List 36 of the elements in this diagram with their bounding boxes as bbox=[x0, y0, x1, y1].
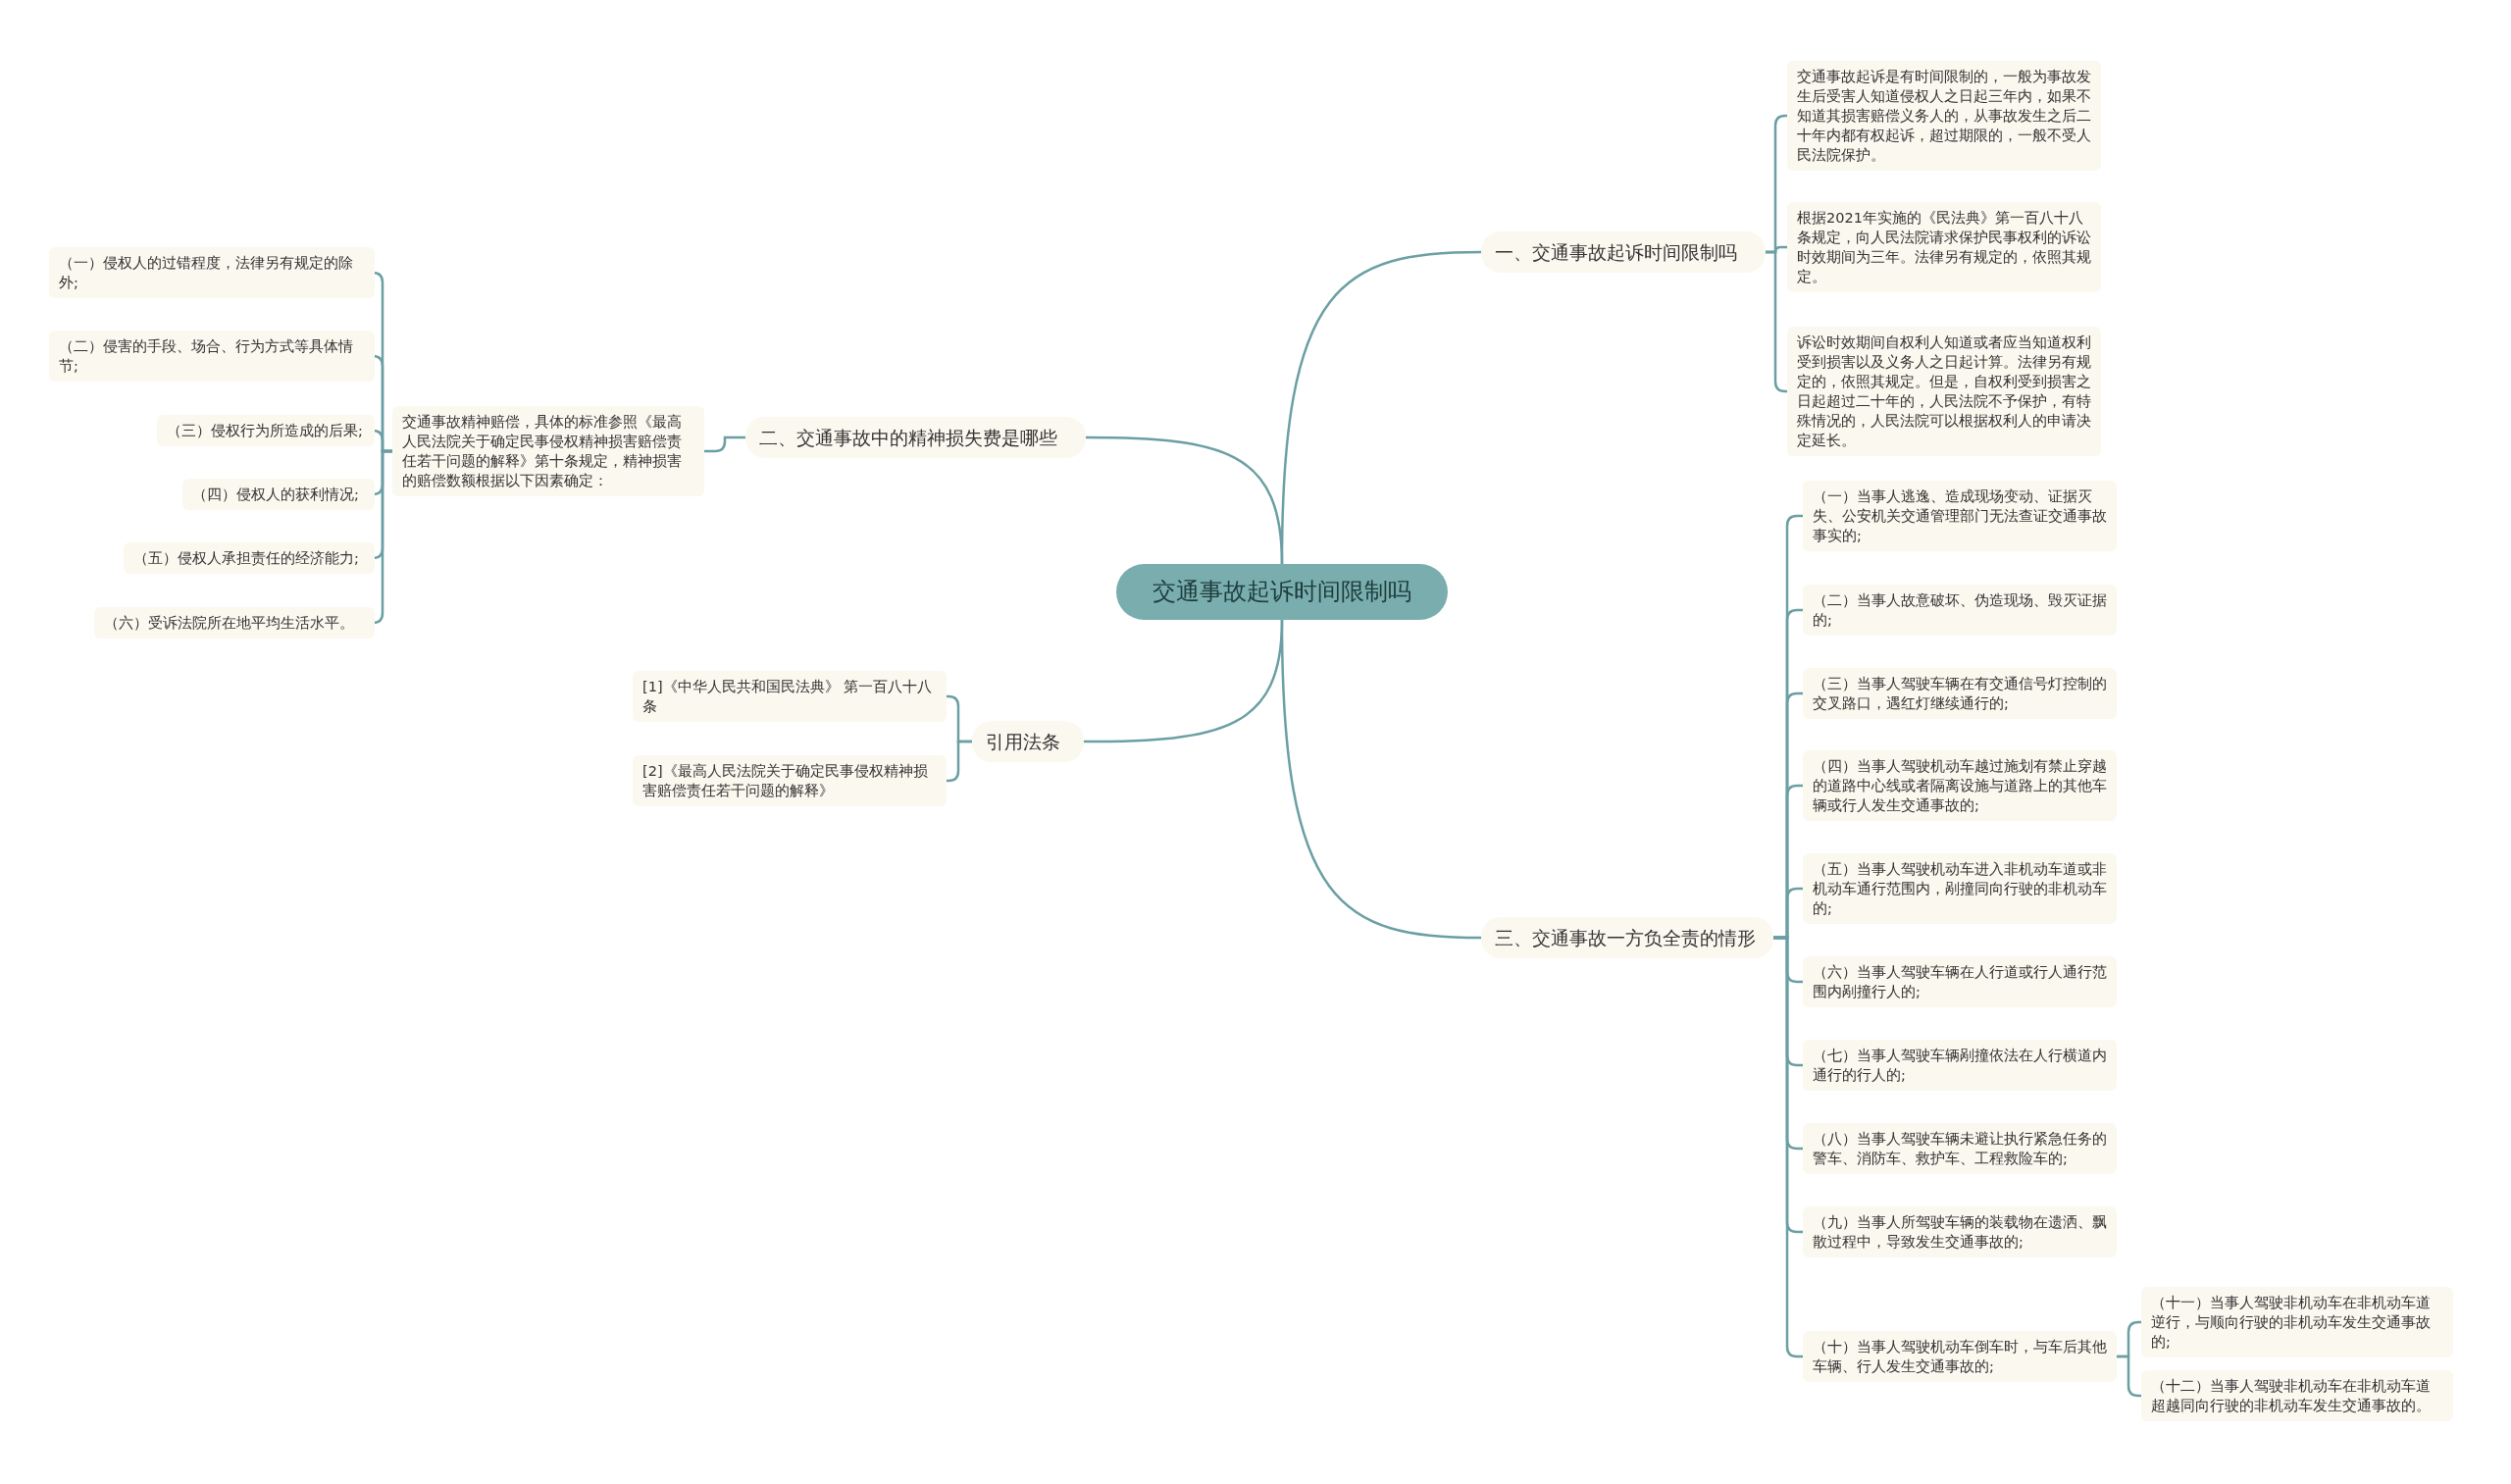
text-card: （五）当事人驾驶机动车进入非机动车道或非机动车通行范围内，剐撞同向行驶的非机动车的; bbox=[1803, 853, 2117, 924]
text-card: （三）当事人驾驶车辆在有交通信号灯控制的交叉路口，遇红灯继续通行的; bbox=[1803, 668, 2117, 719]
text-card: （二）当事人故意破坏、伪造现场、毁灭证据的; bbox=[1803, 585, 2117, 636]
branch-topic: 引用法条 bbox=[972, 721, 1084, 763]
connector-line bbox=[947, 740, 972, 783]
text-card: （五）侵权人承担责任的经济能力; bbox=[124, 542, 375, 574]
text-card: （六）当事人驾驶车辆在人行道或行人通行范围内剐撞行人的; bbox=[1803, 956, 2117, 1007]
connector-line bbox=[1773, 936, 1803, 1358]
text-card: （十一）当事人驾驶非机动车在非机动车道逆行，与顺向行驶的非机动车发生交通事故的; bbox=[2141, 1287, 2453, 1357]
branch-topic: 二、交通事故中的精神损失费是哪些 bbox=[745, 417, 1086, 459]
text-card: （十）当事人驾驶机动车倒车时，与车后其他车辆、行人发生交通事故的; bbox=[1803, 1331, 2117, 1382]
text-card: 交通事故精神赔偿，具体的标准参照《最高人民法院关于确定民事侵权精神损害赔偿责任若干问题的解释》第十条规定，精神损害的赔偿数额根据以下因素确定： bbox=[392, 406, 704, 496]
text-card: （三）侵权行为所造成的后果; bbox=[157, 415, 375, 446]
text-card: 诉讼时效期间自权利人知道或者应当知道权利受到损害以及义务人之日起计算。法律另有规定的，依照其规定。但是，自权利受到损害之日起超过二十年的，人民法院不予保护，有特殊情况的，人民法院可以根据权利人的申请决定延长。 bbox=[1787, 327, 2101, 456]
connector-line bbox=[1280, 620, 1482, 940]
text-card: （七）当事人驾驶车辆剐撞依法在人行横道内通行的行人的; bbox=[1803, 1040, 2117, 1091]
connector-line bbox=[704, 435, 745, 453]
text-card: [2]《最高人民法院关于确定民事侵权精神损害赔偿责任若干问题的解释》 bbox=[633, 755, 947, 806]
text-card: （一）侵权人的过错程度，法律另有规定的除外; bbox=[49, 247, 375, 298]
text-card: （九）当事人所驾驶车辆的装载物在遗洒、飘散过程中，导致发生交通事故的; bbox=[1803, 1206, 2117, 1257]
text-card: （四）当事人驾驶机动车越过施划有禁止穿越的道路中心线或者隔离设施与道路上的其他车辆或行人发生交通事故的; bbox=[1803, 750, 2117, 821]
connector-line bbox=[2117, 1355, 2141, 1398]
central-topic: 交通事故起诉时间限制吗 bbox=[1116, 564, 1448, 621]
text-card: （四）侵权人的获利情况; bbox=[182, 479, 375, 510]
text-card: （二）侵害的手段、场合、行为方式等具体情节; bbox=[49, 331, 375, 382]
connector-line bbox=[1086, 435, 1284, 565]
branch-topic: 三、交通事故一方负全责的情形 bbox=[1481, 917, 1773, 959]
text-card: （一）当事人逃逸、造成现场变动、证据灭失、公安机关交通管理部门无法查证交通事故事实的; bbox=[1803, 481, 2117, 551]
text-card: [1]《中华人民共和国民法典》 第一百八十八条 bbox=[633, 671, 947, 722]
connector-line bbox=[1766, 250, 1787, 393]
text-card: （十二）当事人驾驶非机动车在非机动车道超越同向行驶的非机动车发生交通事故的。 bbox=[2141, 1370, 2453, 1421]
text-card: 根据2021年实施的《民法典》第一百八十八条规定，向人民法院请求保护民事权利的诉讼时效期间为三年。法律另有规定的，依照其规定。 bbox=[1787, 202, 2101, 292]
branch-topic: 一、交通事故起诉时间限制吗 bbox=[1481, 231, 1766, 274]
text-card: 交通事故起诉是有时间限制的，一般为事故发生后受害人知道侵权人之日起三年内，如果不知道其损害赔偿义务人的，从事故发生之后二十年内都有权起诉，超过期限的，一般不受人民法院保护。 bbox=[1787, 61, 2101, 171]
text-card: （六）受诉法院所在地平均生活水平。 bbox=[94, 607, 375, 639]
text-card: （八）当事人驾驶车辆未避让执行紧急任务的警车、消防车、救护车、工程救险车的; bbox=[1803, 1123, 2117, 1174]
